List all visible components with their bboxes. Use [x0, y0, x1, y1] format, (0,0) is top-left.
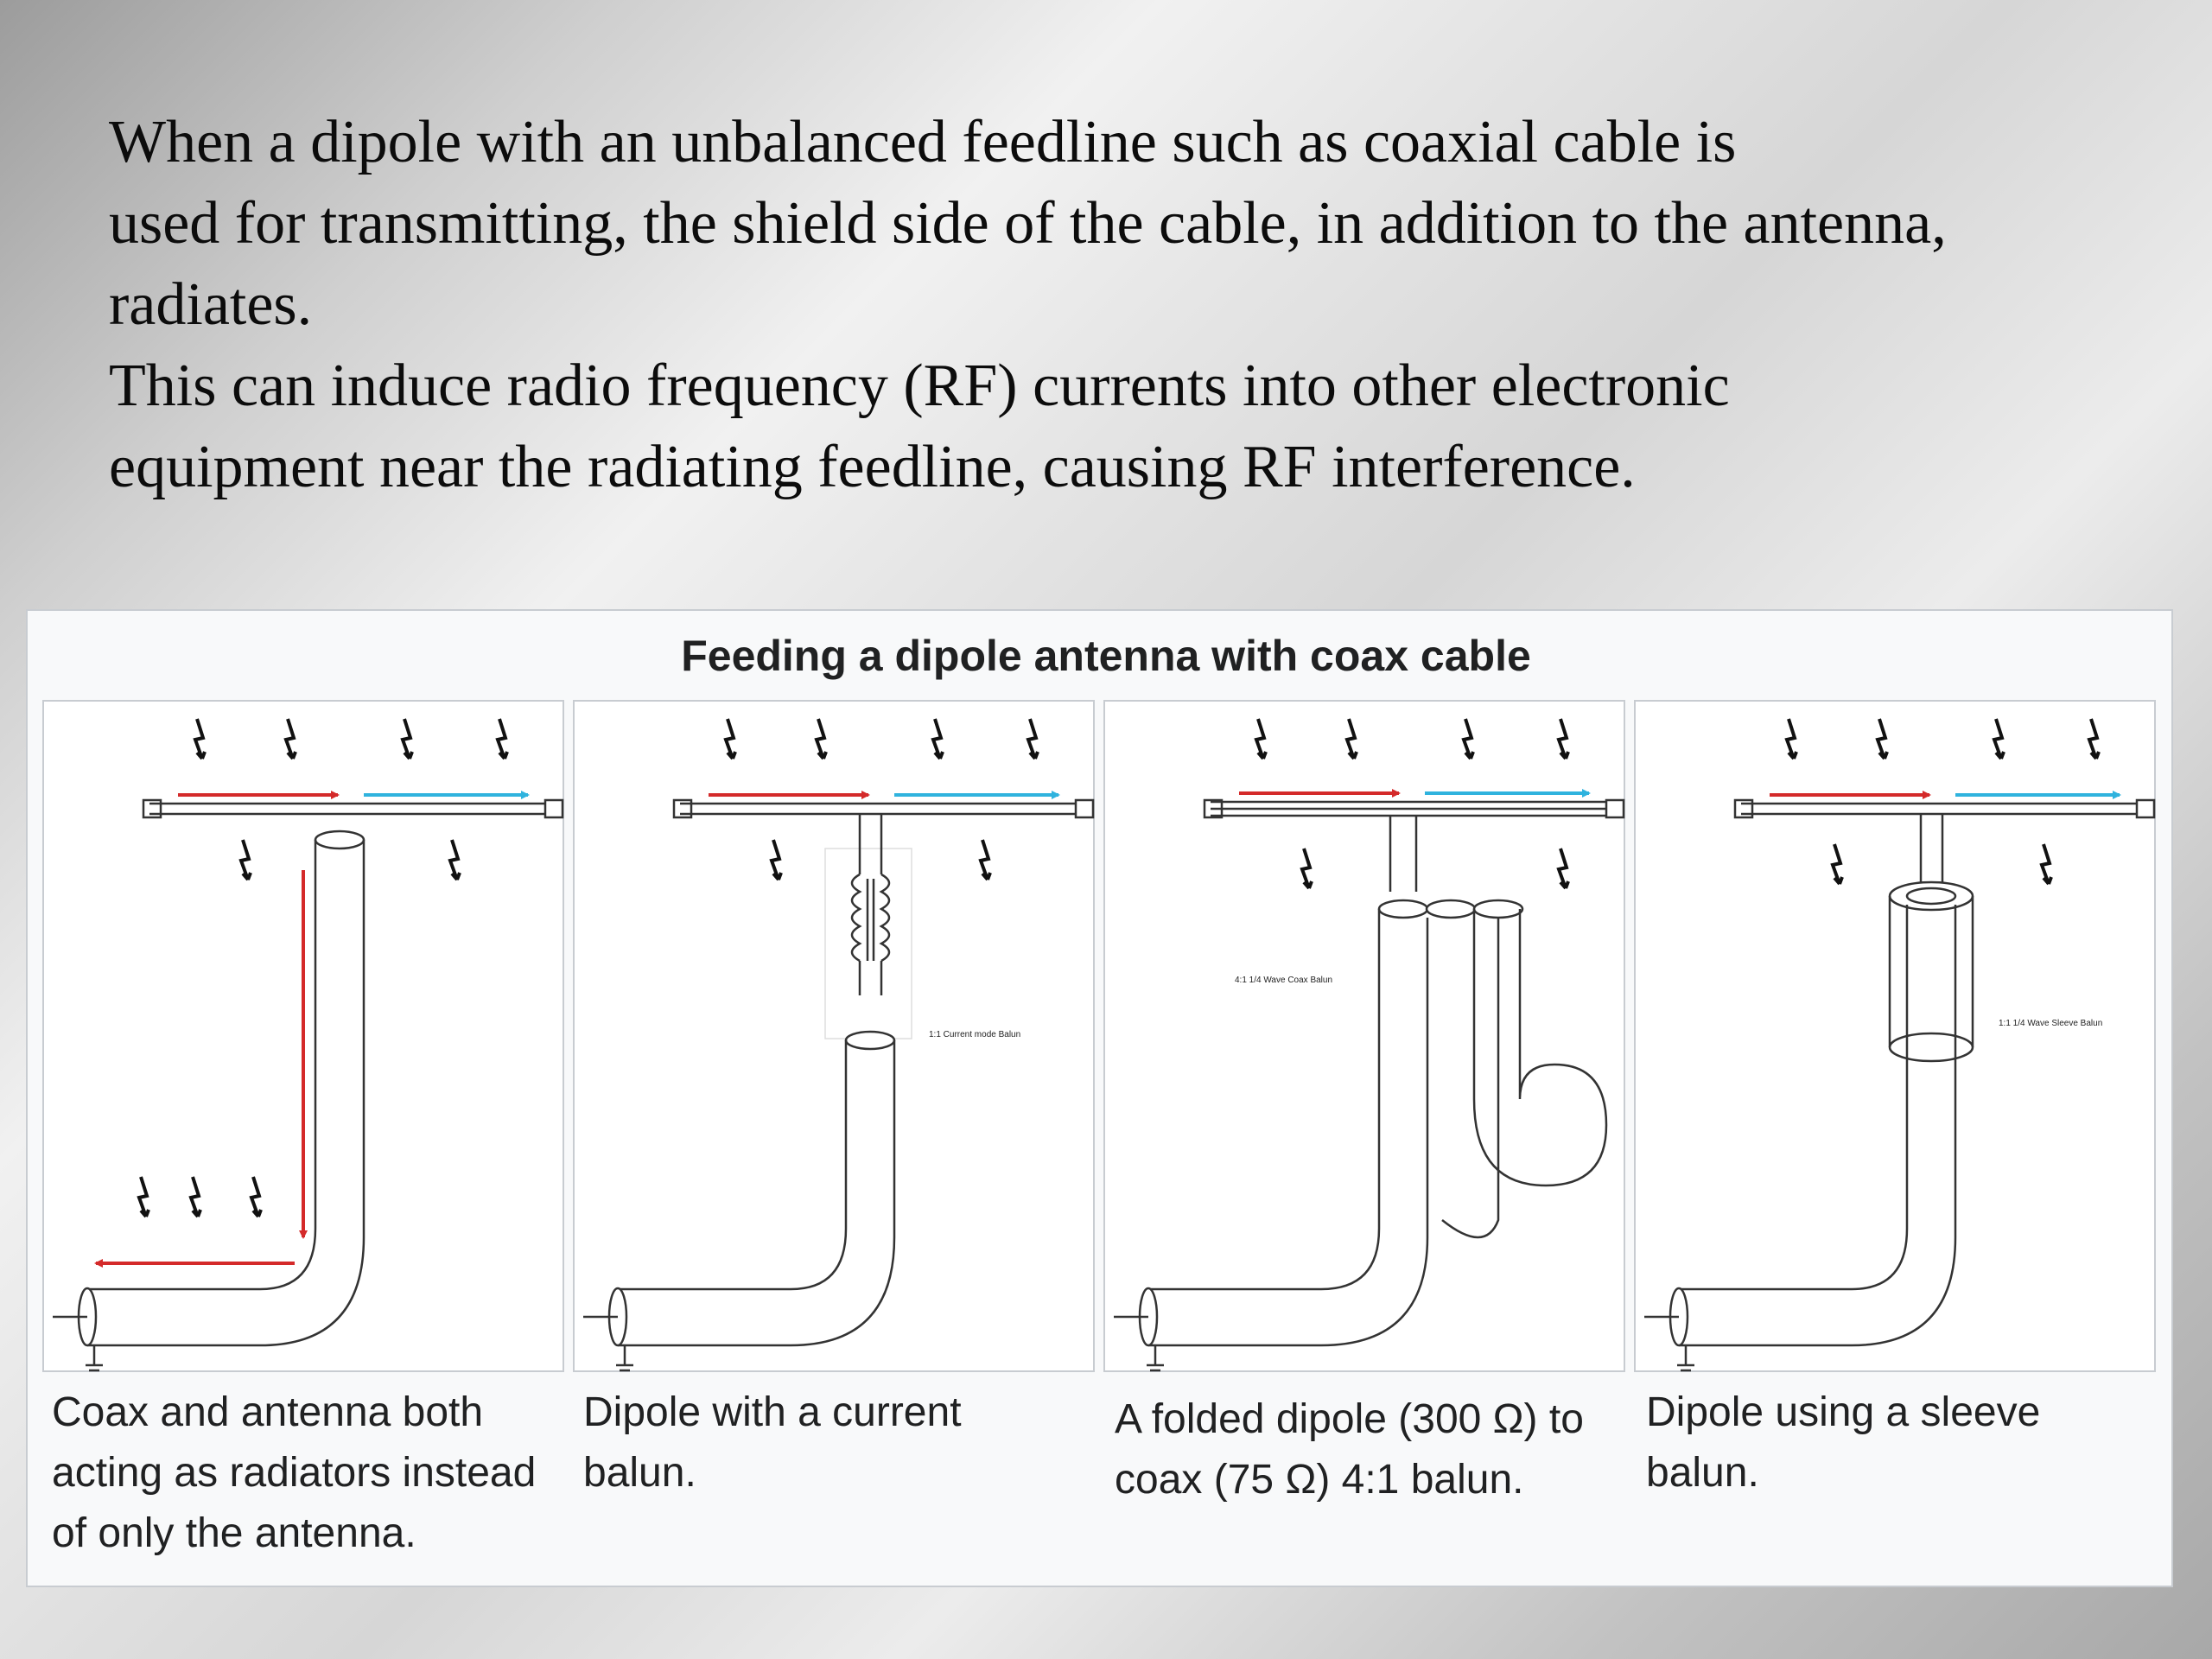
caption-panel-1: Coax and antenna both acting as radiator… — [52, 1382, 570, 1564]
radiation-icon — [1785, 717, 1798, 760]
radiation-icon — [1876, 717, 1889, 760]
current-balun: 1:1 Current mode Balun — [824, 814, 1020, 1039]
caption-line: coax (75 Ω) 4:1 balun. — [1115, 1457, 1524, 1503]
caption-panel-2: Dipole with a current balun. — [583, 1382, 1102, 1503]
coax-feedline — [583, 1030, 896, 1372]
slide-line: When a dipole with an unbalanced feedlin… — [109, 109, 1737, 175]
radiation-icon — [979, 838, 992, 881]
radiation-icon — [496, 717, 509, 760]
slide-text: When a dipole with an unbalanced feedlin… — [109, 102, 2183, 508]
caption-line: balun. — [1646, 1450, 1759, 1496]
radiation-icon — [250, 1175, 263, 1218]
coax-feedline — [1114, 909, 1429, 1372]
radiation-icon — [1027, 717, 1039, 760]
caption-line: Dipole using a sleeve — [1646, 1389, 2041, 1435]
radiation-icon — [770, 838, 783, 881]
radiation-icon — [815, 717, 828, 760]
diagram-panel-folded-dipole: 4:1 1/4 Wave Coax Balun — [1103, 700, 1625, 1372]
balun-label: 4:1 1/4 Wave Coax Balun — [1235, 976, 1332, 985]
folded-dipole-antenna — [1203, 798, 1625, 892]
radiation-icon — [137, 1175, 150, 1218]
coax-feedline — [53, 830, 365, 1372]
diagram-panel-current-balun: 1:1 Current mode Balun — [573, 700, 1095, 1372]
dipole-antenna — [1733, 798, 2156, 883]
radiation-icon — [401, 717, 414, 760]
sleeve-balun: 1:1 1/4 Wave Sleeve Balun — [1888, 880, 2102, 1063]
radiation-icon — [2040, 842, 2053, 886]
coax-balun: 4:1 1/4 Wave Coax Balun — [1235, 899, 1608, 1239]
caption-line: A folded dipole (300 Ω) to — [1115, 1396, 1584, 1442]
radiation-icon — [1345, 717, 1358, 760]
dipole-antenna — [142, 798, 564, 819]
radiation-icon — [931, 717, 944, 760]
radiation-icon — [1831, 842, 1844, 886]
coax-feedline — [1644, 905, 1957, 1372]
diagram-panel-unbalanced — [42, 700, 564, 1372]
dipole-antenna — [672, 798, 1095, 819]
radiation-icon — [1462, 717, 1475, 760]
slide-line: This can induce radio frequency (RF) cur… — [109, 353, 1730, 419]
radiation-icon — [1255, 717, 1268, 760]
radiation-icon — [284, 717, 297, 760]
diagram-panel-sleeve-balun: 1:1 1/4 Wave Sleeve Balun — [1634, 700, 2156, 1372]
radiation-icon — [1993, 717, 2005, 760]
radiation-icon — [448, 838, 461, 881]
slide-line: used for transmitting, the shield side o… — [109, 190, 1947, 257]
caption-panel-3: A folded dipole (300 Ω) to coax (75 Ω) 4… — [1115, 1389, 1633, 1510]
caption-line: Coax and antenna both — [52, 1389, 484, 1435]
radiation-icon — [239, 838, 252, 881]
radiation-icon — [1557, 717, 1570, 760]
balun-label: 1:1 1/4 Wave Sleeve Balun — [1999, 1019, 2102, 1028]
radiation-icon — [194, 717, 207, 760]
caption-line: balun. — [583, 1450, 696, 1496]
balun-label: 1:1 Current mode Balun — [929, 1030, 1020, 1039]
caption-line: Dipole with a current — [583, 1389, 962, 1435]
caption-line: of only the antenna. — [52, 1510, 416, 1556]
figure-title: Feeding a dipole antenna with coax cable — [681, 632, 1531, 680]
slide-line: radiates. — [109, 271, 313, 338]
caption-panel-4: Dipole using a sleeve balun. — [1646, 1382, 2164, 1503]
radiation-icon — [2088, 717, 2101, 760]
radiation-icon — [189, 1175, 202, 1218]
slide-line: equipment near the radiating feedline, c… — [109, 434, 1636, 500]
caption-line: acting as radiators instead — [52, 1450, 537, 1496]
radiation-icon — [1557, 847, 1570, 890]
radiation-icon — [1300, 847, 1313, 890]
radiation-icon — [724, 717, 737, 760]
